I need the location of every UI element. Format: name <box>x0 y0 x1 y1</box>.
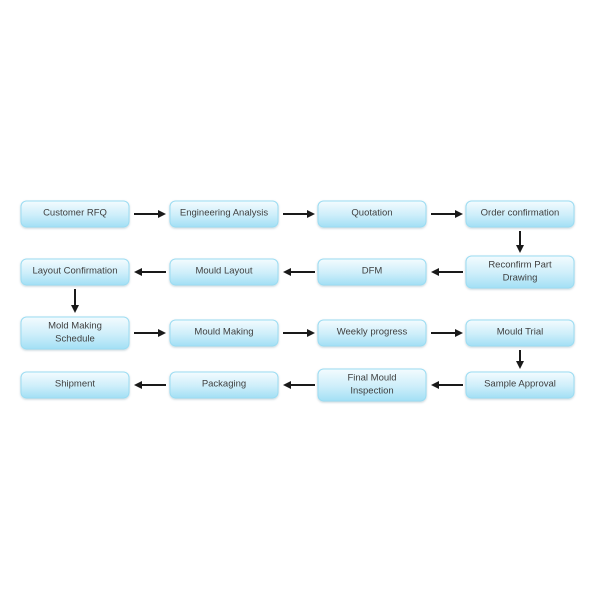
flow-node-order-confirmation: Order confirmation <box>465 200 575 228</box>
flow-node-sample-approval: Sample Approval <box>465 371 575 399</box>
flow-node-label: Final Mould Inspection <box>347 372 397 397</box>
flow-node-label: Shipment <box>54 378 96 390</box>
flow-node-layout-confirmation: Layout Confirmation <box>20 258 130 286</box>
flow-node-mould-layout: Mould Layout <box>169 258 279 286</box>
flow-node-engineering-analysis: Engineering Analysis <box>169 200 279 228</box>
flow-node-label: Customer RFQ <box>43 207 107 219</box>
flow-node-label: Engineering Analysis <box>179 207 269 219</box>
flow-node-reconfirm-part-drawing: Reconfirm Part Drawing <box>465 255 575 289</box>
flow-node-label: Packaging <box>201 378 247 390</box>
flow-node-dfm: DFM <box>317 258 427 286</box>
flow-node-weekly-progress: Weekly progress <box>317 319 427 347</box>
flow-node-label: Mould Trial <box>496 326 544 338</box>
flow-node-final-mould-inspection: Final Mould Inspection <box>317 368 427 402</box>
flow-node-packaging: Packaging <box>169 371 279 399</box>
flow-node-label: Weekly progress <box>336 326 408 338</box>
flow-node-label: DFM <box>361 265 383 277</box>
flow-node-customer-rfq: Customer RFQ <box>20 200 130 228</box>
flow-node-label: Order confirmation <box>480 207 560 219</box>
flow-node-mould-making: Mould Making <box>169 319 279 347</box>
flow-node-label: Sample Approval <box>484 378 556 390</box>
flow-node-label: Layout Confirmation <box>32 265 118 277</box>
flow-node-label: Mould Layout <box>195 265 253 277</box>
flow-node-label: Reconfirm Part Drawing <box>488 259 552 284</box>
flow-node-label: Quotation <box>351 207 393 219</box>
flow-node-mould-trial: Mould Trial <box>465 319 575 347</box>
flow-node-label: Mould Making <box>194 326 254 338</box>
flow-node-mold-making-schedule: Mold Making Schedule <box>20 316 130 350</box>
flow-node-quotation: Quotation <box>317 200 427 228</box>
flow-node-label: Mold Making Schedule <box>48 320 102 345</box>
flow-node-shipment: Shipment <box>20 371 130 399</box>
